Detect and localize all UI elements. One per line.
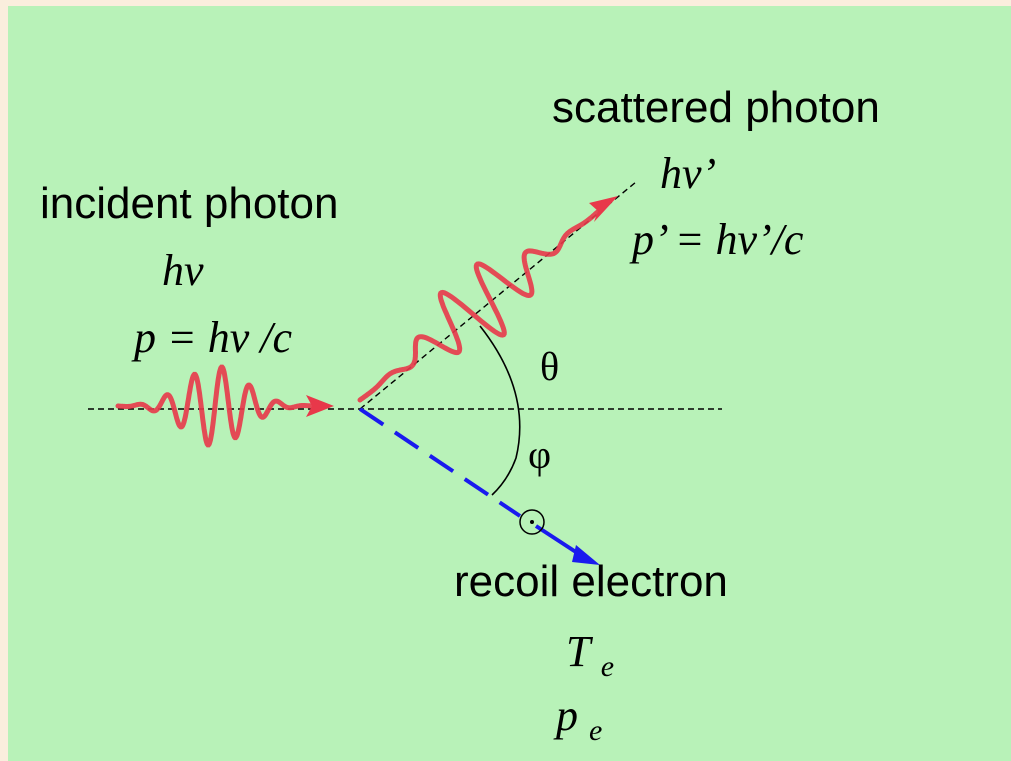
electron-energy-subscript: e bbox=[601, 650, 614, 683]
scattered-momentum-label: p’ = hν’/c bbox=[629, 215, 804, 264]
recoil-electron-label: recoil electron bbox=[454, 557, 728, 606]
incident-photon-arrowhead bbox=[306, 395, 334, 417]
electron-momentum-label: p e bbox=[553, 691, 602, 747]
scattered-photon-wave bbox=[357, 207, 603, 403]
incident-photon-wave bbox=[115, 364, 315, 448]
scattered-photon-arrowhead bbox=[589, 196, 618, 222]
recoil-electron-path bbox=[358, 407, 522, 518]
scattered-photon-label: scattered photon bbox=[552, 83, 880, 132]
scattered-energy-label: hν’ bbox=[660, 149, 716, 198]
electron-icon bbox=[519, 509, 545, 535]
angle-arc bbox=[479, 325, 521, 496]
electron-momentum-subscript: e bbox=[589, 714, 602, 747]
theta-label: θ bbox=[540, 344, 559, 389]
recoil-electron-arrow-shaft bbox=[534, 524, 584, 558]
incident-energy-label: hν bbox=[162, 246, 204, 295]
recoil-electron-arrowhead bbox=[572, 545, 600, 565]
electron-center-dot bbox=[530, 520, 534, 524]
phi-label: φ bbox=[528, 432, 551, 477]
electron-energy-symbol: T bbox=[566, 627, 594, 676]
diagram-panel bbox=[8, 6, 1011, 761]
electron-momentum-symbol: p bbox=[553, 691, 578, 740]
electron-energy-label: T e bbox=[566, 627, 614, 683]
incident-photon-label: incident photon bbox=[40, 179, 338, 228]
incident-momentum-label: p = hν /c bbox=[131, 313, 292, 362]
